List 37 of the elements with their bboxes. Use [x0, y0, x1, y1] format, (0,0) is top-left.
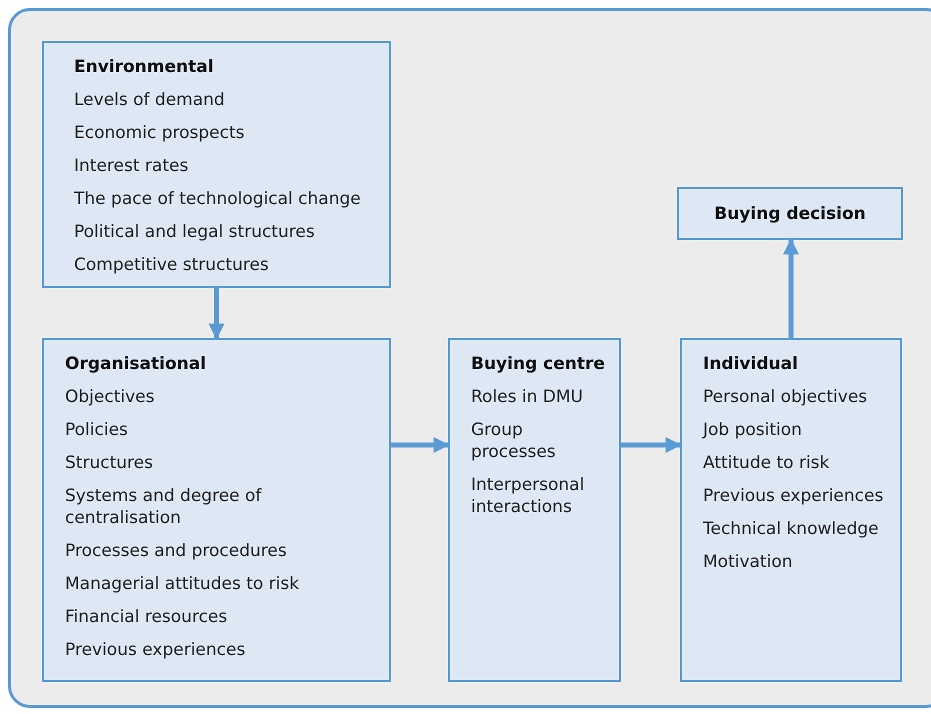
factor-item: Competitive structures	[74, 254, 270, 276]
arrow	[391, 437, 450, 453]
factor-box	[680, 338, 902, 682]
factor-item: Previous experiences	[65, 639, 246, 661]
factor-box	[42, 41, 391, 288]
factor-box	[677, 187, 903, 240]
factor-item: Structures	[65, 452, 154, 474]
factor-item: Motivation	[703, 551, 794, 573]
arrow	[621, 437, 682, 453]
factor-item: Roles in DMU	[471, 386, 584, 408]
box-heading: Individual	[703, 353, 799, 375]
factor-item: Political and legal structures	[74, 221, 316, 243]
factor-item: Group processes	[471, 419, 557, 463]
factor-box	[448, 338, 621, 682]
arrow	[208, 288, 224, 340]
factor-item: Managerial attitudes to risk	[65, 573, 300, 595]
factor-item: Policies	[65, 419, 129, 441]
factor-item: Job position	[703, 419, 803, 441]
factor-item: The pace of technological change	[74, 188, 362, 210]
box-heading: Environmental	[74, 56, 215, 78]
box-heading: Organisational	[65, 353, 208, 375]
factor-item: Levels of demand	[74, 89, 226, 111]
factor-item: Previous experiences	[703, 485, 884, 507]
factor-item: Interpersonal interactions	[471, 474, 586, 518]
factor-box	[42, 338, 391, 682]
factor-item: Personal objectives	[703, 386, 868, 408]
factor-item: Interest rates	[74, 155, 190, 177]
factor-item: Economic prospects	[74, 122, 246, 144]
factor-item: Objectives	[65, 386, 156, 408]
arrow	[783, 238, 799, 338]
factor-item: Processes and procedures	[65, 540, 288, 562]
factor-item: Systems and degree of centralisation	[65, 485, 263, 529]
factor-item: Technical knowledge	[703, 518, 880, 540]
factor-item: Attitude to risk	[703, 452, 830, 474]
box-heading: Buying centre	[471, 353, 606, 375]
factor-item: Financial resources	[65, 606, 228, 628]
box-heading: Buying decision	[713, 202, 867, 224]
